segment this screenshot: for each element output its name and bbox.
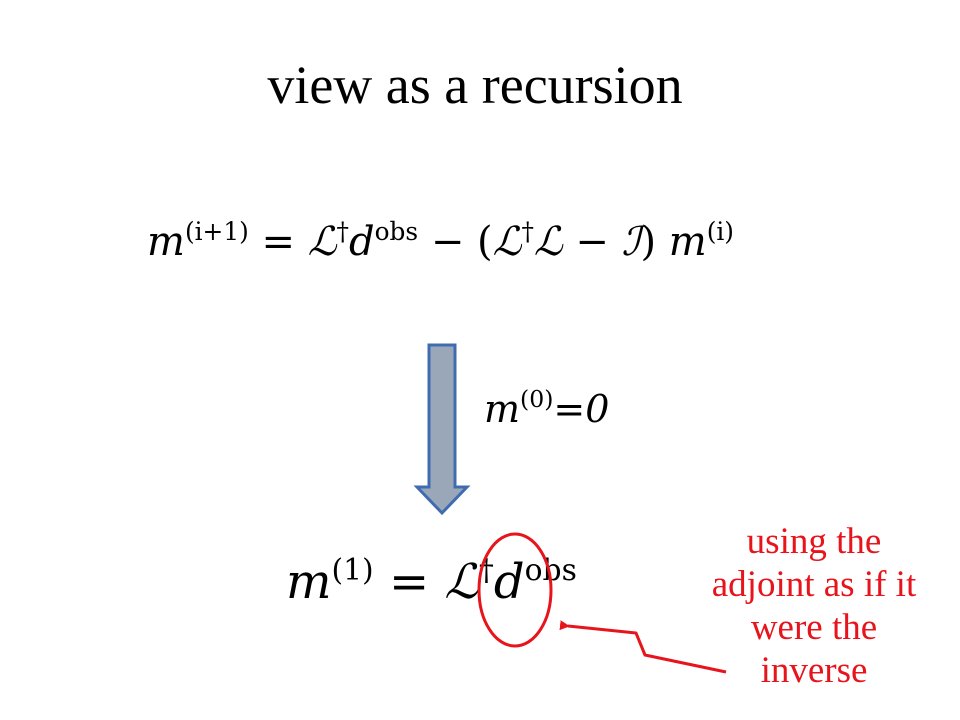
data-variable: d <box>348 219 375 265</box>
minus-sign-2: − <box>575 219 609 265</box>
result-equals: = <box>388 554 430 610</box>
init-superscript: (0) <box>520 385 554 414</box>
operator-l-forward: ℒ <box>533 219 563 265</box>
initial-condition: m(0)=0 <box>484 387 610 431</box>
rhs-variable: m <box>668 219 707 265</box>
result-lhs-superscript: (1) <box>331 552 374 588</box>
result-operator-l: ℒ <box>444 554 479 610</box>
minus-sign: − <box>430 219 465 265</box>
identity-operator: ℐ <box>621 219 641 265</box>
result-equation: m(1) = ℒ†dobs <box>286 555 577 606</box>
annotation-line-1: using the <box>746 521 882 562</box>
slide-title: view as a recursion <box>267 55 683 115</box>
lhs-superscript: (i+1) <box>184 216 249 246</box>
annotation-line-2: adjoint as if it <box>711 564 917 605</box>
rhs-superscript: (i) <box>706 216 734 246</box>
adjoint-annotation: using the adjoint as if it were the inve… <box>664 520 960 692</box>
annotation-line-3: were the <box>750 607 878 648</box>
init-value: 0 <box>585 387 610 431</box>
operator-l-adjoint: ℒ <box>492 219 522 265</box>
close-paren: ) <box>640 219 657 265</box>
init-variable: m <box>484 387 521 431</box>
dagger-superscript: † <box>336 216 349 246</box>
equals-sign: = <box>261 219 296 265</box>
highlight-ellipse <box>477 532 553 648</box>
dagger-superscript-2: † <box>521 216 534 246</box>
init-equals: = <box>553 387 586 431</box>
lhs-variable: m <box>147 219 185 265</box>
result-data-variable: d <box>493 554 525 610</box>
data-superscript: obs <box>374 216 419 246</box>
result-lhs-variable: m <box>286 554 332 610</box>
open-paren: ( <box>477 219 493 265</box>
operator-l: ℒ <box>307 219 337 265</box>
annotation-line-4: inverse <box>760 650 868 691</box>
down-arrow-icon <box>413 343 471 516</box>
pointer-arrow-icon <box>559 620 727 674</box>
recursion-equation: m(i+1) = ℒ†dobs − (ℒ†ℒ − ℐ) m(i) <box>147 219 734 265</box>
